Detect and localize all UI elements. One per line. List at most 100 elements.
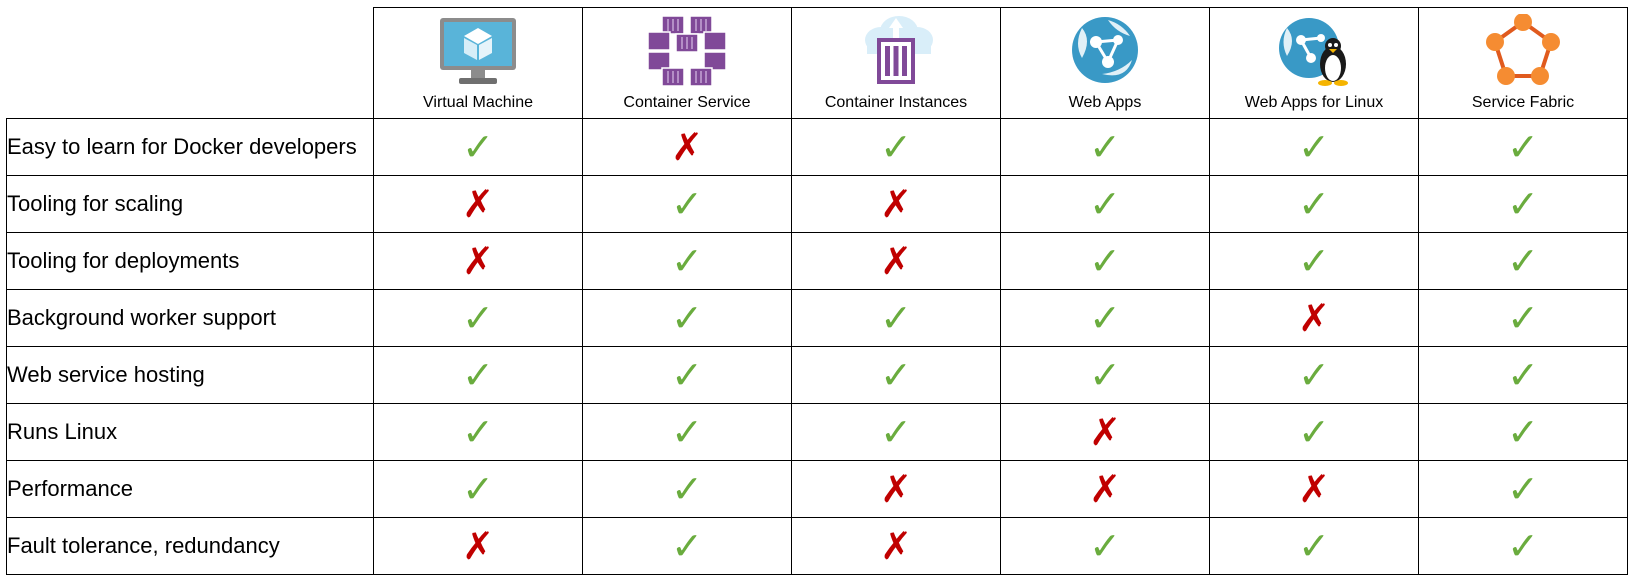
- container-instances-icon: [865, 16, 933, 84]
- checkmark-icon: ✓: [462, 467, 494, 511]
- support-cell: ✓: [373, 118, 583, 176]
- cross-icon: ✗: [1298, 467, 1330, 511]
- feature-label: Background worker support: [6, 289, 374, 347]
- feature-label: Tooling for deployments: [6, 232, 374, 290]
- feature-row: Web service hosting ✓ ✓ ✓ ✓ ✓ ✓: [6, 346, 1628, 404]
- support-cell: ✗: [791, 232, 1001, 290]
- checkmark-icon: ✓: [1298, 524, 1330, 568]
- service-label: Virtual Machine: [423, 94, 533, 111]
- support-cell: ✗: [1209, 289, 1419, 347]
- support-cell: ✓: [1209, 517, 1419, 575]
- checkmark-icon: ✓: [462, 353, 494, 397]
- support-cell: ✓: [791, 403, 1001, 461]
- support-cell: ✗: [373, 175, 583, 233]
- checkmark-icon: ✓: [1089, 524, 1121, 568]
- support-cell: ✗: [373, 232, 583, 290]
- support-cell: ✓: [1000, 346, 1210, 404]
- header-row: Virtual Machine: [7, 7, 1628, 119]
- cross-icon: ✗: [671, 125, 703, 169]
- checkmark-icon: ✓: [462, 125, 494, 169]
- checkmark-icon: ✓: [1089, 182, 1121, 226]
- feature-label: Web service hosting: [6, 346, 374, 404]
- support-cell: ✓: [1209, 346, 1419, 404]
- checkmark-icon: ✓: [1507, 524, 1539, 568]
- checkmark-icon: ✓: [671, 296, 703, 340]
- feature-label: Fault tolerance, redundancy: [6, 517, 374, 575]
- feature-label: Runs Linux: [6, 403, 374, 461]
- checkmark-icon: ✓: [1507, 410, 1539, 454]
- column-header-container-instances: Container Instances: [791, 7, 1001, 119]
- cross-icon: ✗: [462, 524, 494, 568]
- web-apps-linux-icon: [1279, 18, 1348, 86]
- feature-label: Easy to learn for Docker developers: [6, 118, 374, 176]
- checkmark-icon: ✓: [1089, 296, 1121, 340]
- support-cell: ✓: [1209, 175, 1419, 233]
- service-label: Web Apps: [1068, 94, 1142, 111]
- cross-icon: ✗: [880, 182, 912, 226]
- checkmark-icon: ✓: [1298, 410, 1330, 454]
- checkmark-icon: ✓: [671, 182, 703, 226]
- support-cell: ✓: [1209, 403, 1419, 461]
- feature-label: Performance: [6, 460, 374, 518]
- support-cell: ✓: [1418, 289, 1628, 347]
- support-cell: ✓: [1418, 232, 1628, 290]
- cross-icon: ✗: [880, 239, 912, 283]
- support-cell: ✓: [1418, 403, 1628, 461]
- checkmark-icon: ✓: [1298, 353, 1330, 397]
- support-cell: ✓: [373, 460, 583, 518]
- checkmark-icon: ✓: [1507, 296, 1539, 340]
- feature-rows: Easy to learn for Docker developers ✓ ✗ ✓ ✓ ✓…: [6, 118, 1628, 575]
- checkmark-icon: ✓: [1298, 182, 1330, 226]
- support-cell: ✓: [582, 460, 792, 518]
- support-cell: ✓: [791, 346, 1001, 404]
- checkmark-icon: ✓: [671, 467, 703, 511]
- support-cell: ✓: [1418, 175, 1628, 233]
- column-header-virtual-machine: Virtual Machine: [373, 7, 583, 119]
- column-header-web-apps: Web Apps: [1000, 7, 1210, 119]
- service-label: Container Instances: [824, 94, 968, 111]
- column-header-service-fabric: Service Fabric: [1418, 7, 1628, 119]
- checkmark-icon: ✓: [1298, 239, 1330, 283]
- feature-row: Fault tolerance, redundancy ✗ ✓ ✗ ✓ ✓ ✓: [6, 517, 1628, 575]
- checkmark-icon: ✓: [1507, 467, 1539, 511]
- support-cell: ✓: [373, 403, 583, 461]
- container-service-icon: [647, 15, 727, 87]
- column-header-container-service: Container Service: [582, 7, 792, 119]
- support-cell: ✓: [582, 517, 792, 575]
- cross-icon: ✗: [1298, 296, 1330, 340]
- checkmark-icon: ✓: [1507, 239, 1539, 283]
- checkmark-icon: ✓: [880, 353, 912, 397]
- support-cell: ✓: [582, 346, 792, 404]
- comparison-table: Virtual Machine: [6, 7, 1628, 575]
- support-cell: ✓: [1418, 118, 1628, 176]
- cross-icon: ✗: [880, 467, 912, 511]
- checkmark-icon: ✓: [1507, 182, 1539, 226]
- cross-icon: ✗: [1089, 467, 1121, 511]
- support-cell: ✓: [1000, 232, 1210, 290]
- checkmark-icon: ✓: [1089, 353, 1121, 397]
- virtual-machine-icon: [440, 18, 516, 84]
- cross-icon: ✗: [462, 182, 494, 226]
- checkmark-icon: ✓: [880, 296, 912, 340]
- checkmark-icon: ✓: [880, 410, 912, 454]
- support-cell: ✓: [1000, 289, 1210, 347]
- checkmark-icon: ✓: [1507, 353, 1539, 397]
- support-cell: ✓: [1418, 346, 1628, 404]
- support-cell: ✓: [1209, 118, 1419, 176]
- feature-row: Runs Linux✓✓✓✗✓✓: [6, 403, 1628, 461]
- checkmark-icon: ✓: [671, 410, 703, 454]
- checkmark-icon: ✓: [671, 353, 703, 397]
- support-cell: ✓: [1418, 517, 1628, 575]
- checkmark-icon: ✓: [671, 239, 703, 283]
- support-cell: ✓: [1000, 517, 1210, 575]
- support-cell: ✗: [791, 175, 1001, 233]
- feature-row: Tooling for scaling✗✓✗✓✓✓: [6, 175, 1628, 233]
- support-cell: ✓: [373, 346, 583, 404]
- service-label: Web Apps for Linux: [1244, 94, 1384, 111]
- checkmark-icon: ✓: [671, 524, 703, 568]
- support-cell: ✓: [1209, 232, 1419, 290]
- support-cell: ✗: [791, 517, 1001, 575]
- checkmark-icon: ✓: [880, 125, 912, 169]
- feature-row: Performance ✓ ✓ ✗ ✗ ✗ ✓: [6, 460, 1628, 518]
- support-cell: ✗: [1209, 460, 1419, 518]
